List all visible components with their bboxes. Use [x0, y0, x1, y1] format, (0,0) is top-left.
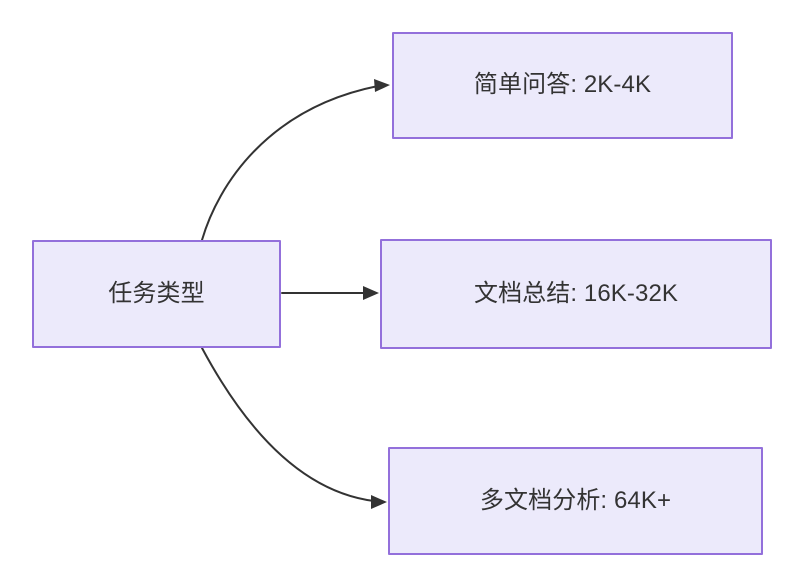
edge-arrowhead-simple-qa	[374, 79, 390, 92]
node-label-doc-summary: 文档总结: 16K-32K	[473, 279, 679, 307]
node-label-simple-qa: 简单问答: 2K-4K	[473, 71, 652, 99]
node-multi-doc-analysis[interactable]: 多文档分析: 64K+	[388, 447, 763, 555]
node-task-type[interactable]: 任务类型	[32, 240, 281, 348]
node-label-task-type: 任务类型	[108, 279, 205, 307]
edge-path-multi-doc-analysis	[201, 347, 375, 502]
edge-arrowhead-multi-doc-analysis	[371, 495, 387, 509]
edge-task-type-to-simple-qa	[201, 79, 390, 241]
edge-task-type-to-doc-summary	[281, 286, 379, 300]
node-simple-qa[interactable]: 简单问答: 2K-4K	[392, 32, 733, 139]
node-doc-summary[interactable]: 文档总结: 16K-32K	[380, 239, 772, 349]
edge-path-simple-qa	[201, 85, 379, 241]
edge-arrowhead-doc-summary	[363, 286, 379, 300]
edge-task-type-to-multi-doc-analysis	[201, 347, 387, 509]
node-label-multi-doc-analysis: 多文档分析: 64K+	[479, 486, 672, 514]
